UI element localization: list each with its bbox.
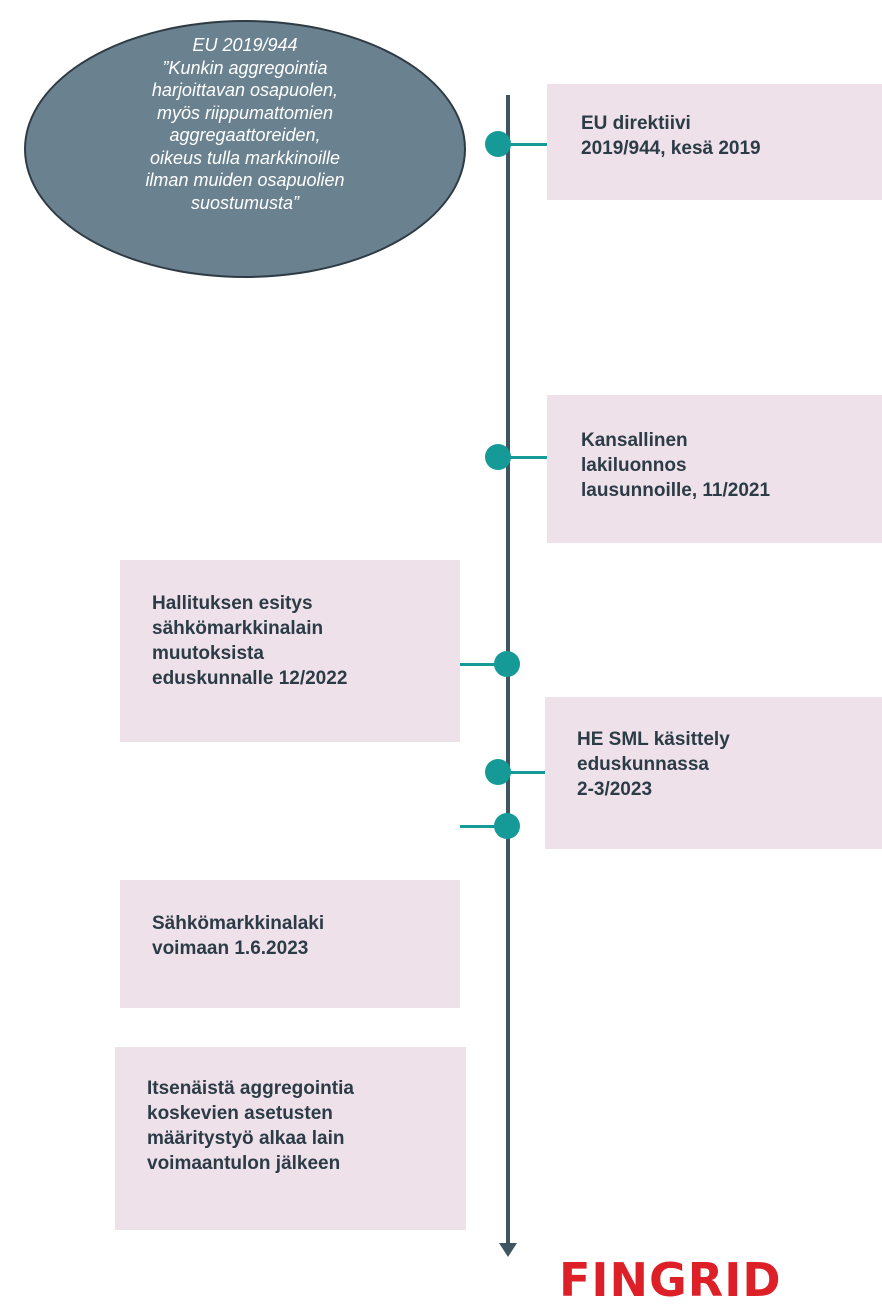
event-label-1: EU direktiivi 2019/944, kesä 2019	[581, 113, 761, 159]
event-label-6: Itsenäistä aggregointia koskevien asetus…	[147, 1078, 354, 1174]
directive-quote-ellipse	[24, 20, 466, 278]
event-connector-5	[460, 825, 506, 828]
event-connector-3	[460, 663, 506, 666]
event-box-3	[120, 560, 460, 742]
directive-quote-text: EU 2019/944 ”Kunkin aggregointia harjoit…	[145, 35, 345, 213]
event-marker-3	[494, 651, 520, 677]
event-box-5	[120, 880, 460, 1008]
fingrid-logo: FINGRID	[559, 1253, 782, 1307]
event-marker-2	[485, 444, 511, 470]
event-connector-2	[510, 456, 547, 459]
event-label-2: Kansallinen lakiluonnos lausunnoille, 11…	[581, 430, 771, 501]
event-label-4: HE SML käsittely eduskunnassa 2-3/2023	[577, 729, 730, 800]
event-marker-5	[494, 813, 520, 839]
event-label-3: Hallituksen esitys sähkömarkkinalain muu…	[152, 593, 348, 689]
event-connector-1	[510, 143, 547, 146]
event-box-4	[545, 697, 882, 849]
event-box-6	[115, 1047, 466, 1230]
event-label-5: Sähkömarkkinalaki voimaan 1.6.2023	[152, 913, 325, 959]
event-box-1	[547, 84, 882, 200]
event-marker-4	[485, 759, 511, 785]
event-box-2	[547, 395, 882, 543]
timeline-arrowhead	[499, 1243, 517, 1257]
event-connector-4	[510, 771, 545, 774]
event-marker-1	[485, 131, 511, 157]
